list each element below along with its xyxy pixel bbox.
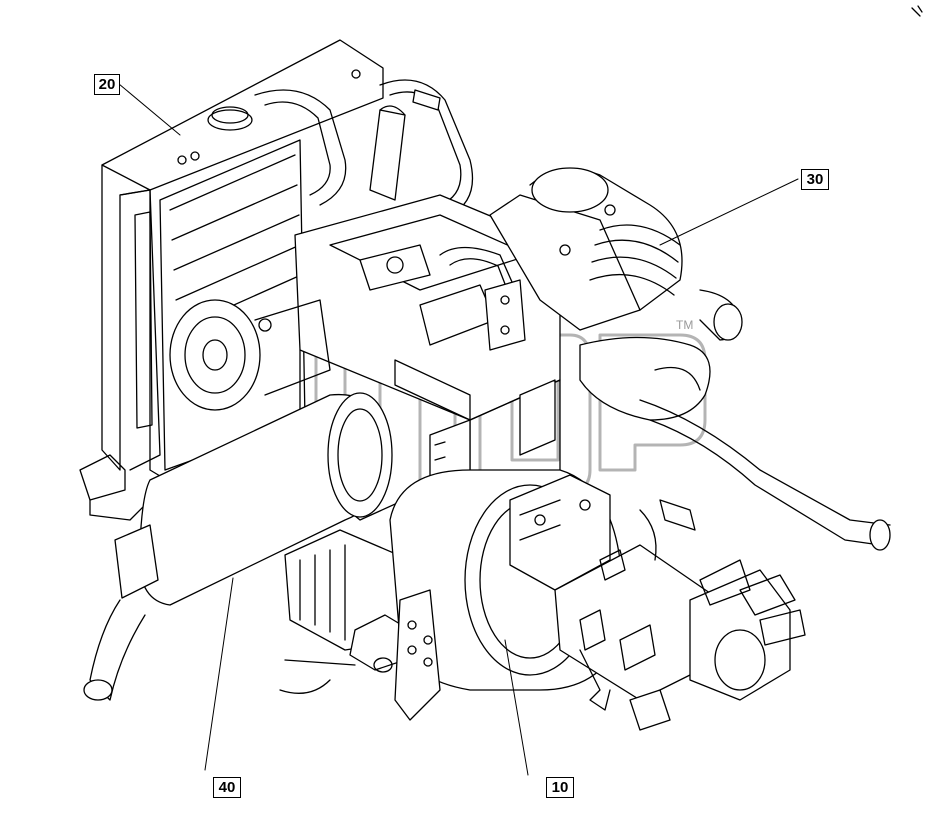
callout-40: 40	[213, 777, 241, 798]
muffler-part	[83, 392, 393, 701]
leader-line-10	[504, 639, 529, 776]
oil-pan	[279, 529, 411, 694]
leader-lines	[118, 83, 799, 776]
leader-line-30	[659, 178, 799, 246]
callout-20: 20	[94, 74, 120, 95]
hydraulic-pump	[509, 474, 806, 731]
leader-line-20	[118, 83, 181, 136]
engine-block	[294, 194, 561, 521]
callout-30: 30	[801, 169, 829, 190]
leader-line-40	[204, 577, 234, 771]
corner-tick	[911, 5, 923, 17]
air-filter-part	[489, 167, 891, 551]
watermark-trademark: TM	[676, 318, 694, 332]
coolant-hoses	[254, 79, 474, 216]
alternator	[169, 299, 331, 411]
callout-10: 10	[546, 777, 574, 798]
